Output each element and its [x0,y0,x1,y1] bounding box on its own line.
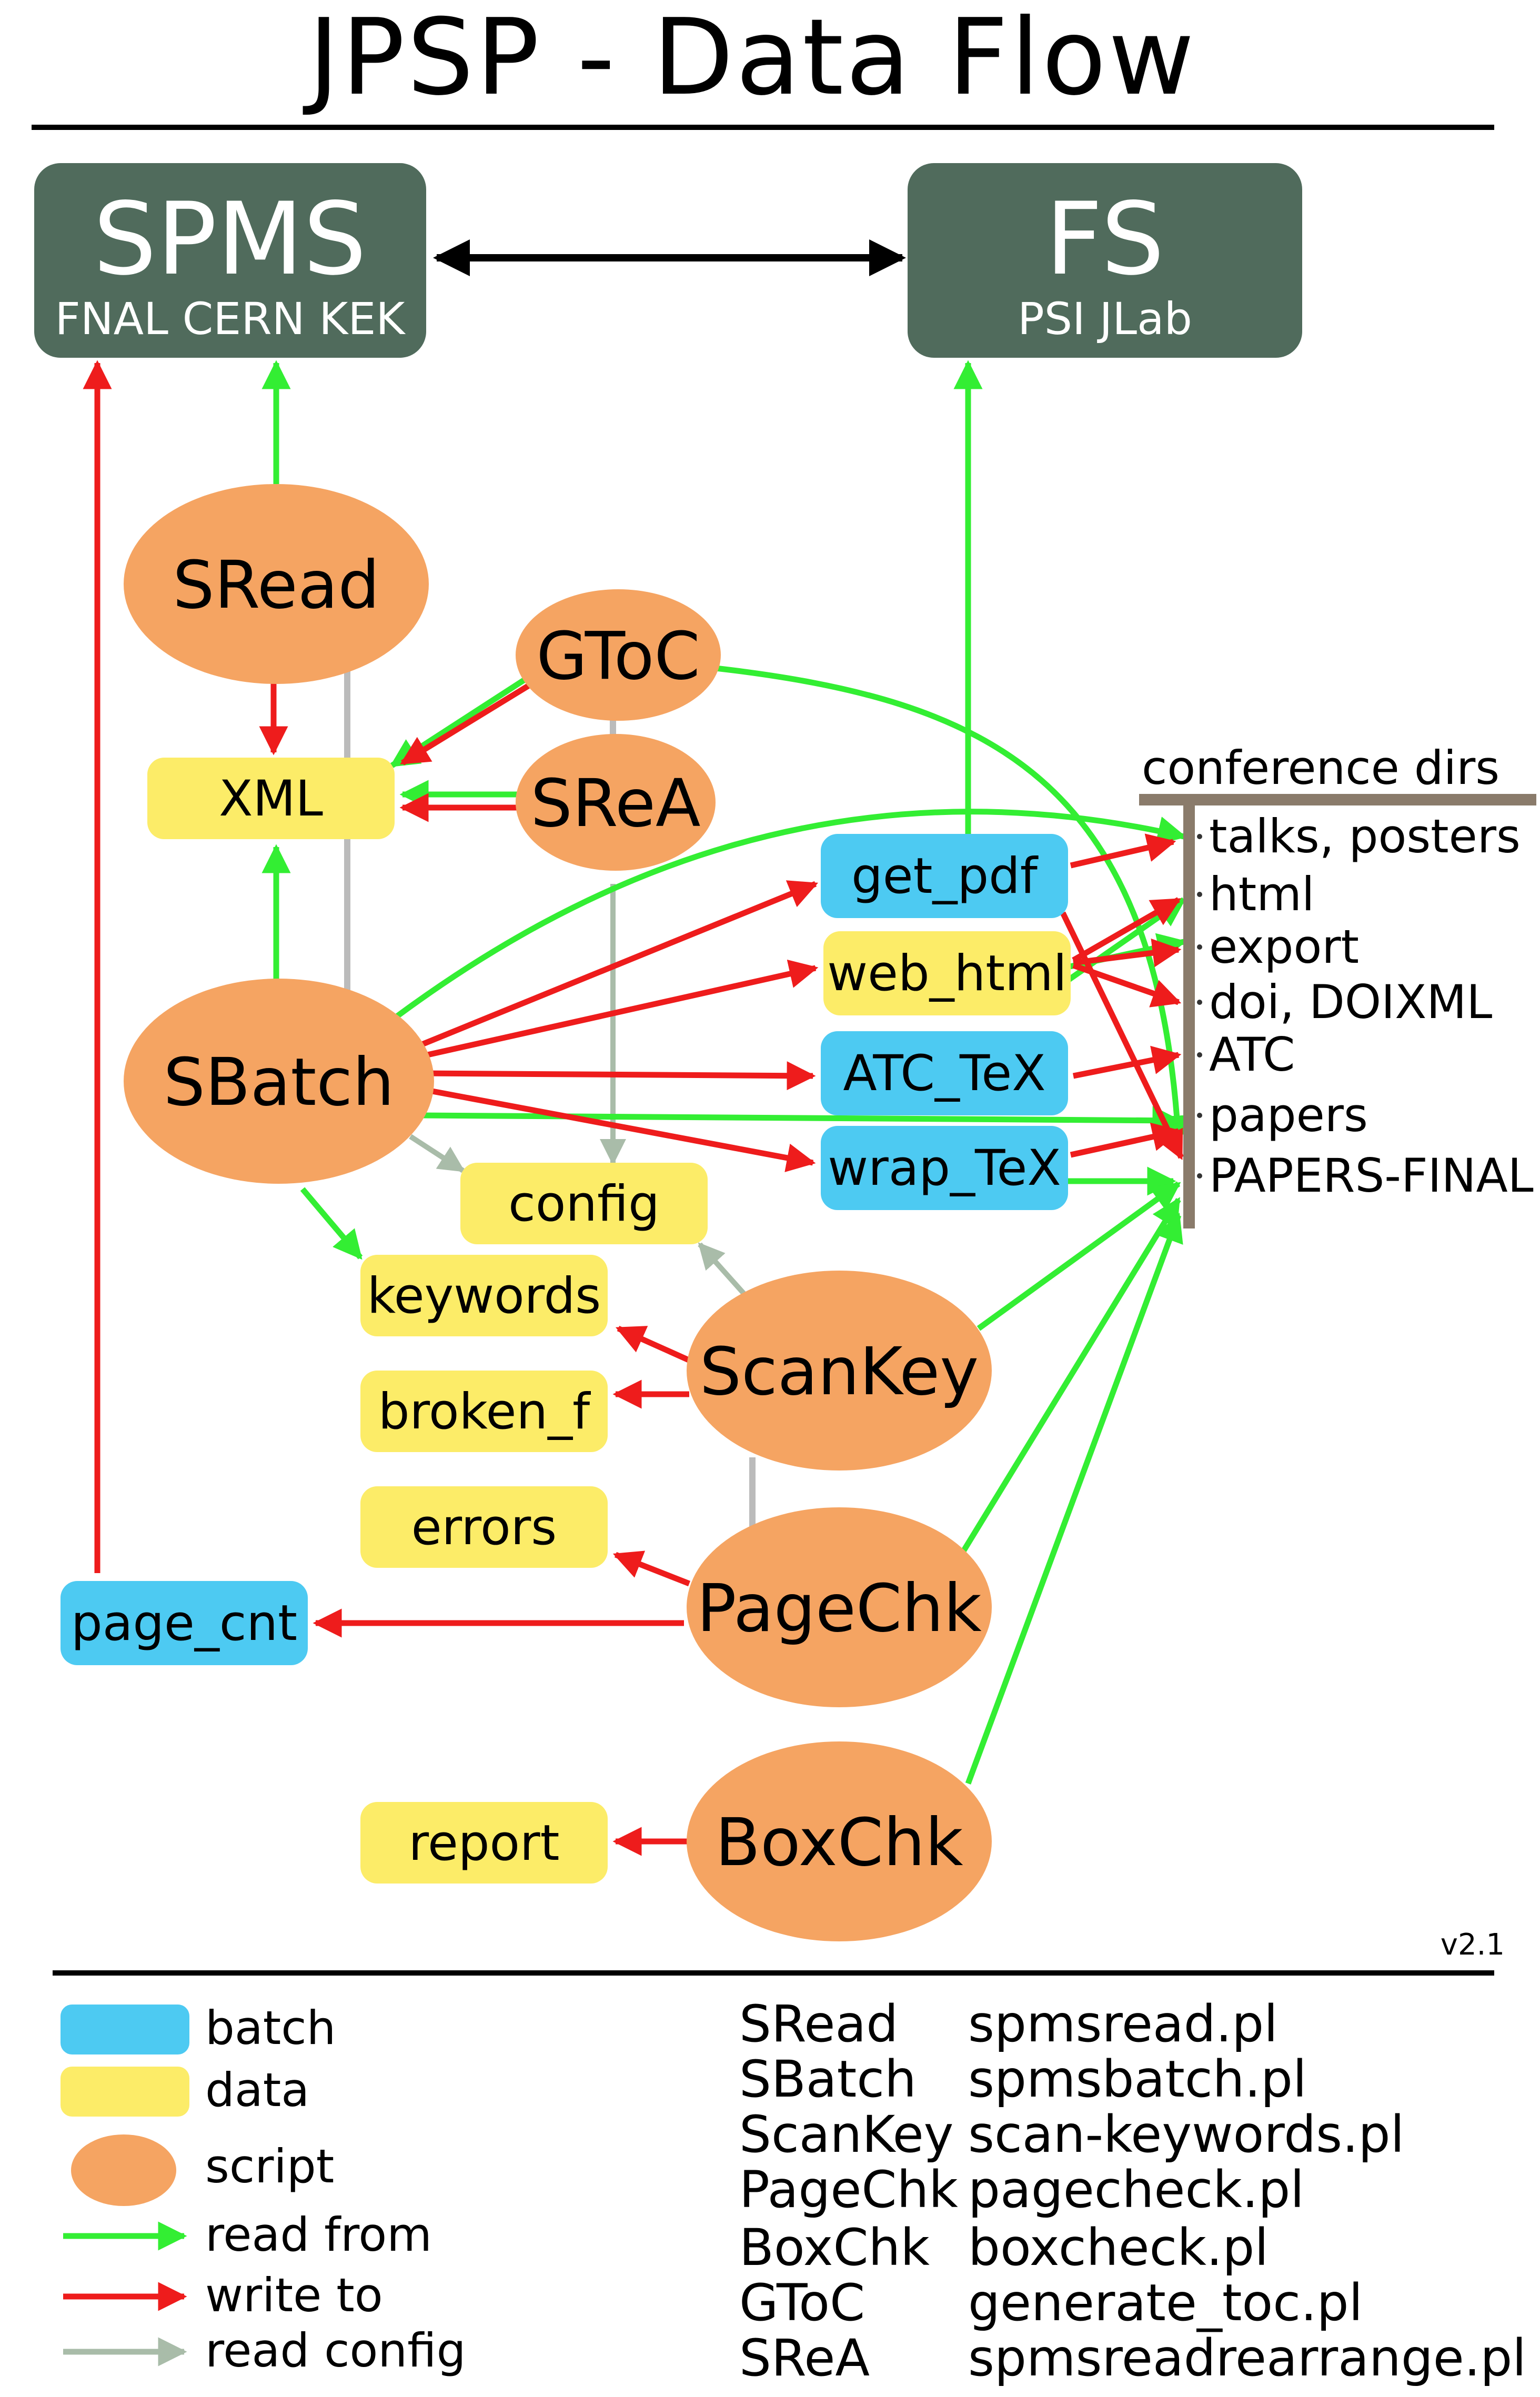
data-xml: XML [147,758,395,839]
script-sread: SRead [124,484,429,684]
data-keywords: keywords [360,1255,608,1336]
dir-talks-posters: talks, posters [1209,809,1521,863]
legend-batch-swatch [61,2005,189,2054]
errors-label: errors [411,1499,557,1556]
batch-atc-tex: ATC_TeX [821,1031,1068,1115]
script-gtoc: GToC [516,589,721,721]
map-short: GToC [739,2273,865,2332]
data-report: report [360,1802,608,1884]
xml-label: XML [219,770,323,828]
map-file: scan-keywords.pl [968,2105,1404,2164]
legend-config-label: read config [205,2323,466,2378]
legend-script-swatch [71,2134,176,2206]
map-short: SBatch [739,2050,917,2109]
write-to-arrows [83,360,1184,1856]
fs-box: FS PSI JLab [908,163,1302,358]
dir-papers-final: PAPERS-FINAL [1209,1149,1534,1203]
version-label: v2.1 [1441,1928,1505,1962]
map-file: pagecheck.pl [968,2160,1304,2219]
legend: batch data script read from write to rea… [61,2001,466,2378]
srea-label: SReA [531,766,701,842]
data-broken-f: broken_f [360,1371,608,1452]
broken-f-label: broken_f [378,1383,591,1441]
dir-atc: ATC [1209,1028,1295,1082]
batch-page-cnt: page_cnt [61,1581,308,1665]
gtoc-label: GToC [536,618,700,694]
sread-label: SRead [173,547,379,623]
legend-data-label: data [205,2063,309,2117]
map-file: generate_toc.pl [968,2273,1363,2332]
scankey-label: ScanKey [700,1334,979,1410]
data-web-html: web_html [823,931,1071,1015]
spms-name: SPMS [93,181,367,297]
fs-sites: PSI JLab [1018,293,1192,345]
map-short: SRead [739,1995,898,2053]
keywords-label: keywords [367,1267,601,1325]
script-map: SRead spmsread.pl SBatch spmsbatch.pl Sc… [739,1995,1526,2388]
script-srea: SReA [516,734,716,871]
boxchk-label: BoxChk [715,1805,963,1881]
script-pagechk: PageChk [687,1507,992,1707]
conference-dirs-title: conference dirs [1142,741,1499,795]
map-file: spmsread.pl [968,1995,1278,2053]
data-config: config [460,1163,708,1244]
map-file: spmsreadrearrange.pl [968,2329,1526,2388]
config-label: config [508,1175,660,1233]
batch-wrap-tex: wrap_TeX [821,1126,1068,1210]
dir-html: html [1209,867,1314,921]
script-scankey: ScanKey [687,1271,992,1471]
sbatch-label: SBatch [164,1044,395,1121]
map-short: SReA [739,2329,870,2388]
map-short: BoxChk [739,2218,930,2277]
legend-data-swatch [61,2067,189,2117]
map-short: PageChk [739,2160,958,2219]
report-label: report [408,1815,559,1872]
dir-export: export [1209,920,1359,974]
legend-write-label: write to [205,2268,383,2322]
map-file: boxcheck.pl [968,2218,1269,2277]
get-pdf-label: get_pdf [851,848,1039,905]
data-errors: errors [360,1486,608,1568]
spms-sites: FNAL CERN KEK [55,293,406,345]
web-html-label: web_html [827,945,1067,1002]
diagram-title: JPSP - Data Flow [303,0,1196,119]
legend-batch-label: batch [205,2001,336,2055]
map-file: spmsbatch.pl [968,2050,1307,2109]
dir-doi-doixml: doi, DOIXML [1209,975,1492,1029]
page-cnt-label: page_cnt [71,1595,297,1652]
dir-papers: papers [1209,1088,1368,1142]
wrap-tex-label: wrap_TeX [828,1140,1061,1197]
legend-script-label: script [205,2139,334,2193]
map-short: ScanKey [739,2105,953,2164]
script-boxchk: BoxChk [687,1741,992,1941]
conference-dirs: conference dirs talks, posters html expo… [1139,741,1536,1228]
batch-get-pdf: get_pdf [821,834,1068,918]
atc-tex-label: ATC_TeX [843,1045,1045,1102]
spms-box: SPMS FNAL CERN KEK [34,163,426,358]
legend-read-label: read from [205,2208,432,2262]
pagechk-label: PageChk [697,1570,982,1647]
fs-name: FS [1045,181,1165,297]
script-sbatch: SBatch [124,979,434,1184]
